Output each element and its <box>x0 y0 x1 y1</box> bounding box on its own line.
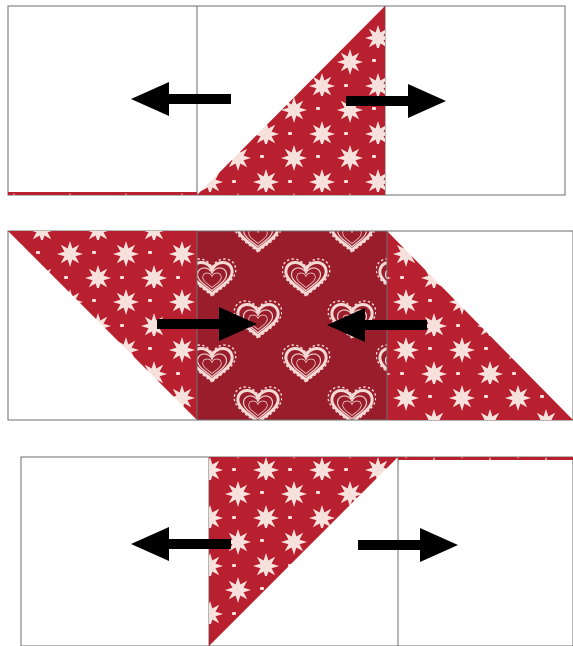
row-1 <box>8 6 565 195</box>
row-3-fabric-edge <box>398 457 573 460</box>
row-3 <box>21 457 573 646</box>
row-3-square-left <box>21 457 209 646</box>
row-2 <box>8 231 573 420</box>
row-1-fabric-edge <box>8 192 197 195</box>
